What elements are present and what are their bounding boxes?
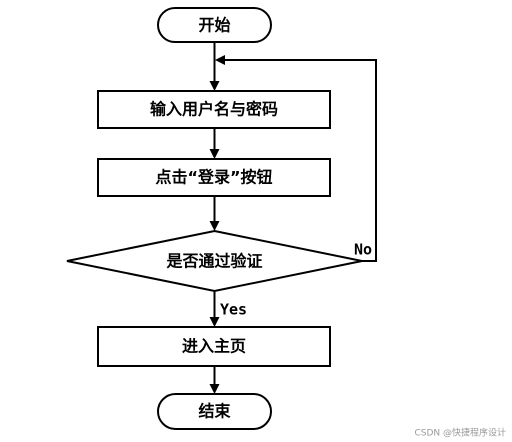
start-node: 开始	[157, 7, 272, 43]
edge-home-to-end	[209, 366, 220, 394]
edge-input-to-click	[209, 128, 220, 159]
start-node-label: 开始	[198, 16, 230, 35]
end-node: 结束	[157, 393, 272, 430]
enter-home-node: 进入主页	[97, 326, 331, 367]
click-login-node: 点击“登录”按钮	[97, 158, 331, 197]
input-credentials-label: 输入用户名与密码	[150, 100, 278, 119]
verify-decision-node: 是否通过验证	[66, 229, 363, 293]
end-node-label: 结束	[197, 402, 231, 421]
edge-click-to-verify	[209, 196, 220, 231]
click-login-label: 点击“登录”按钮	[155, 168, 272, 187]
watermark: CSDN @快捷程序设计	[414, 427, 506, 439]
edge-verify-yes: Yes	[209, 291, 247, 327]
edge-start-to-input	[209, 42, 220, 91]
input-credentials-node: 输入用户名与密码	[97, 90, 331, 129]
enter-home-label: 进入主页	[182, 337, 246, 356]
no-label: No	[354, 241, 372, 259]
verify-decision-label: 是否通过验证	[165, 252, 262, 271]
edge-verify-no-loop: No	[215, 55, 377, 262]
yes-label: Yes	[220, 301, 247, 319]
